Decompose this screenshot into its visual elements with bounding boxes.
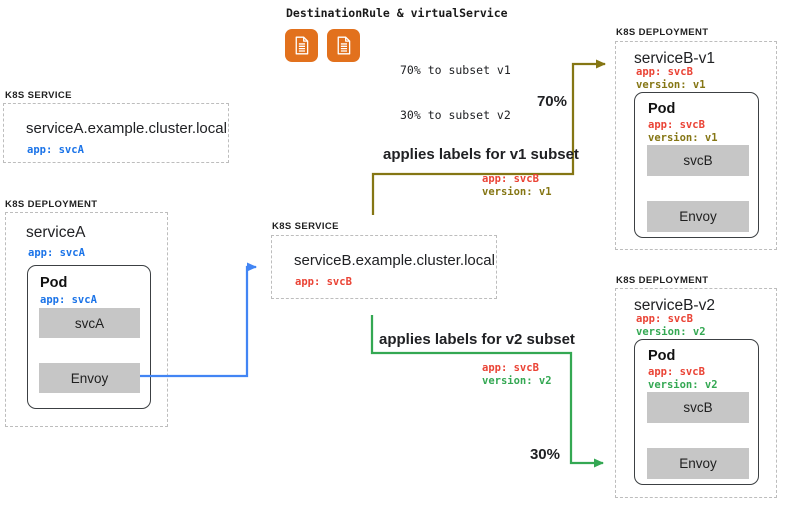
deployment-b2-kind-label: K8S DEPLOYMENT bbox=[616, 275, 709, 286]
service-a-name: serviceA.example.cluster.local bbox=[26, 120, 227, 137]
deployment-a-box: serviceA app: svcA Pod app: svcA svcA En… bbox=[5, 212, 168, 427]
config-title: DestinationRule & virtualService bbox=[286, 6, 508, 20]
pod-a-title: Pod bbox=[40, 275, 68, 291]
deployment-b1-app-label: app: svcB bbox=[636, 66, 693, 78]
v2-subset-version-label: version: v2 bbox=[482, 375, 552, 387]
pod-a-box: Pod app: svcA svcA Envoy bbox=[27, 265, 151, 409]
pod-b2-title: Pod bbox=[648, 348, 676, 364]
v2-percent-label: 30% bbox=[529, 446, 560, 463]
pod-b1-title: Pod bbox=[648, 101, 676, 117]
v1-percent-label: 70% bbox=[536, 93, 567, 110]
service-a-box: serviceA.example.cluster.local app: svcA bbox=[3, 103, 229, 163]
pod-b1-version-label: version: v1 bbox=[648, 132, 718, 144]
container-svcb-v1: svcB bbox=[647, 145, 749, 176]
traffic-split-line-v2: 30% to subset v2 bbox=[400, 108, 511, 122]
service-b-kind-label: K8S SERVICE bbox=[272, 221, 339, 232]
deployment-b2-app-label: app: svcB bbox=[636, 313, 693, 325]
deployment-a-name: serviceA bbox=[26, 224, 86, 241]
service-b-selector: app: svcB bbox=[295, 276, 352, 288]
deployment-b2-name: serviceB-v2 bbox=[634, 297, 715, 314]
container-svca: svcA bbox=[39, 308, 140, 338]
pod-b1-app-label: app: svcB bbox=[648, 119, 705, 131]
deployment-a-kind-label: K8S DEPLOYMENT bbox=[5, 199, 98, 210]
service-b-box: serviceB.example.cluster.local app: svcB bbox=[271, 235, 497, 299]
document-glyph bbox=[295, 36, 309, 55]
v1-subset-labels: app: svcB version: v1 bbox=[482, 173, 552, 199]
deployment-b1-kind-label: K8S DEPLOYMENT bbox=[616, 27, 709, 38]
deployment-b1-box: serviceB-v1 app: svcB version: v1 Pod ap… bbox=[615, 41, 777, 250]
v2-subset-labels: app: svcB version: v2 bbox=[482, 362, 552, 388]
virtualservice-document-icon bbox=[327, 29, 360, 62]
deployment-b2-box: serviceB-v2 app: svcB version: v2 Pod ap… bbox=[615, 288, 777, 498]
deployment-b1-version-label: version: v1 bbox=[636, 79, 706, 91]
pod-b2-box: Pod app: svcB version: v2 svcB Envoy bbox=[634, 339, 759, 485]
deployment-a-app-label: app: svcA bbox=[28, 247, 85, 259]
service-a-kind-label: K8S SERVICE bbox=[5, 90, 72, 101]
v2-subset-app-label: app: svcB bbox=[482, 362, 539, 374]
destinationrule-document-icon bbox=[285, 29, 318, 62]
pod-b2-app-label: app: svcB bbox=[648, 366, 705, 378]
container-svcb-v2: svcB bbox=[647, 392, 749, 423]
v1-subset-version-label: version: v1 bbox=[482, 186, 552, 198]
traffic-split-line-v1: 70% to subset v1 bbox=[400, 63, 511, 77]
traffic-split-text: 70% to subset v1 30% to subset v2 bbox=[400, 33, 511, 153]
container-envoy-b2: Envoy bbox=[647, 448, 749, 479]
v1-subset-app-label: app: svcB bbox=[482, 173, 539, 185]
v2-caption: applies labels for v2 subset bbox=[379, 331, 575, 348]
document-glyph bbox=[337, 36, 351, 55]
service-a-selector: app: svcA bbox=[27, 144, 84, 156]
deployment-b2-version-label: version: v2 bbox=[636, 326, 706, 338]
pod-a-app-label: app: svcA bbox=[40, 294, 97, 306]
container-envoy-a: Envoy bbox=[39, 363, 140, 393]
container-envoy-b1: Envoy bbox=[647, 201, 749, 232]
v1-caption: applies labels for v1 subset bbox=[383, 146, 579, 163]
pod-b1-box: Pod app: svcB version: v1 svcB Envoy bbox=[634, 92, 759, 238]
pod-b2-version-label: version: v2 bbox=[648, 379, 718, 391]
service-b-name: serviceB.example.cluster.local bbox=[294, 252, 495, 269]
deployment-b1-name: serviceB-v1 bbox=[634, 50, 715, 67]
